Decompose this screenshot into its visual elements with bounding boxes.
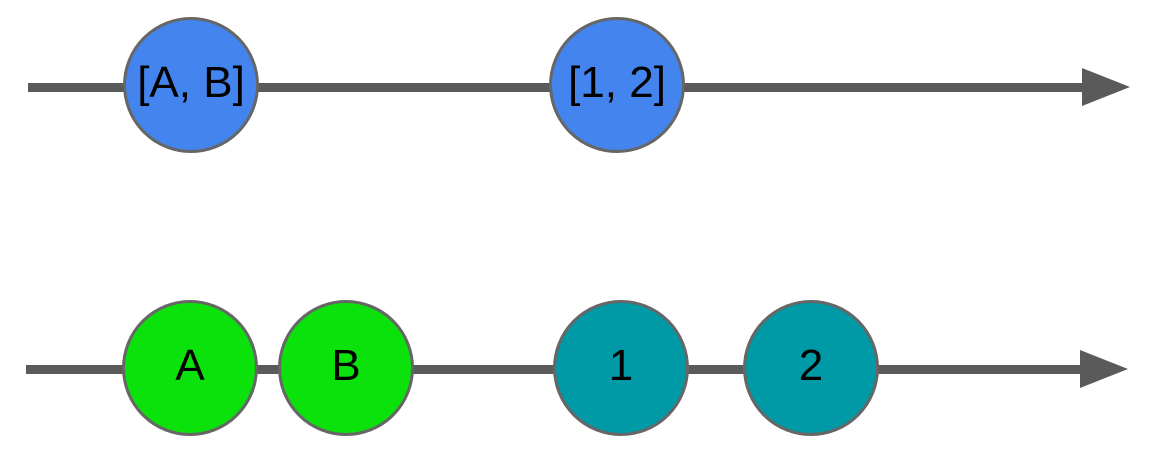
marble-ab-label: [A, B] (137, 58, 245, 107)
marble-2-label: 2 (798, 341, 824, 390)
arrow-right-icon (1082, 68, 1130, 106)
marble-a: A (122, 300, 258, 436)
marble-2: 2 (743, 300, 879, 436)
marble-ab: [A, B] (123, 17, 259, 153)
marble-b-label: B (331, 341, 361, 390)
marble-1-label: 1 (608, 341, 634, 390)
marble-a-label: A (175, 341, 205, 390)
arrow-right-icon (1080, 350, 1128, 388)
marble-12-label: [1, 2] (568, 58, 666, 107)
marble-12: [1, 2] (549, 17, 685, 153)
marble-1: 1 (553, 300, 689, 436)
marble-b: B (278, 300, 414, 436)
